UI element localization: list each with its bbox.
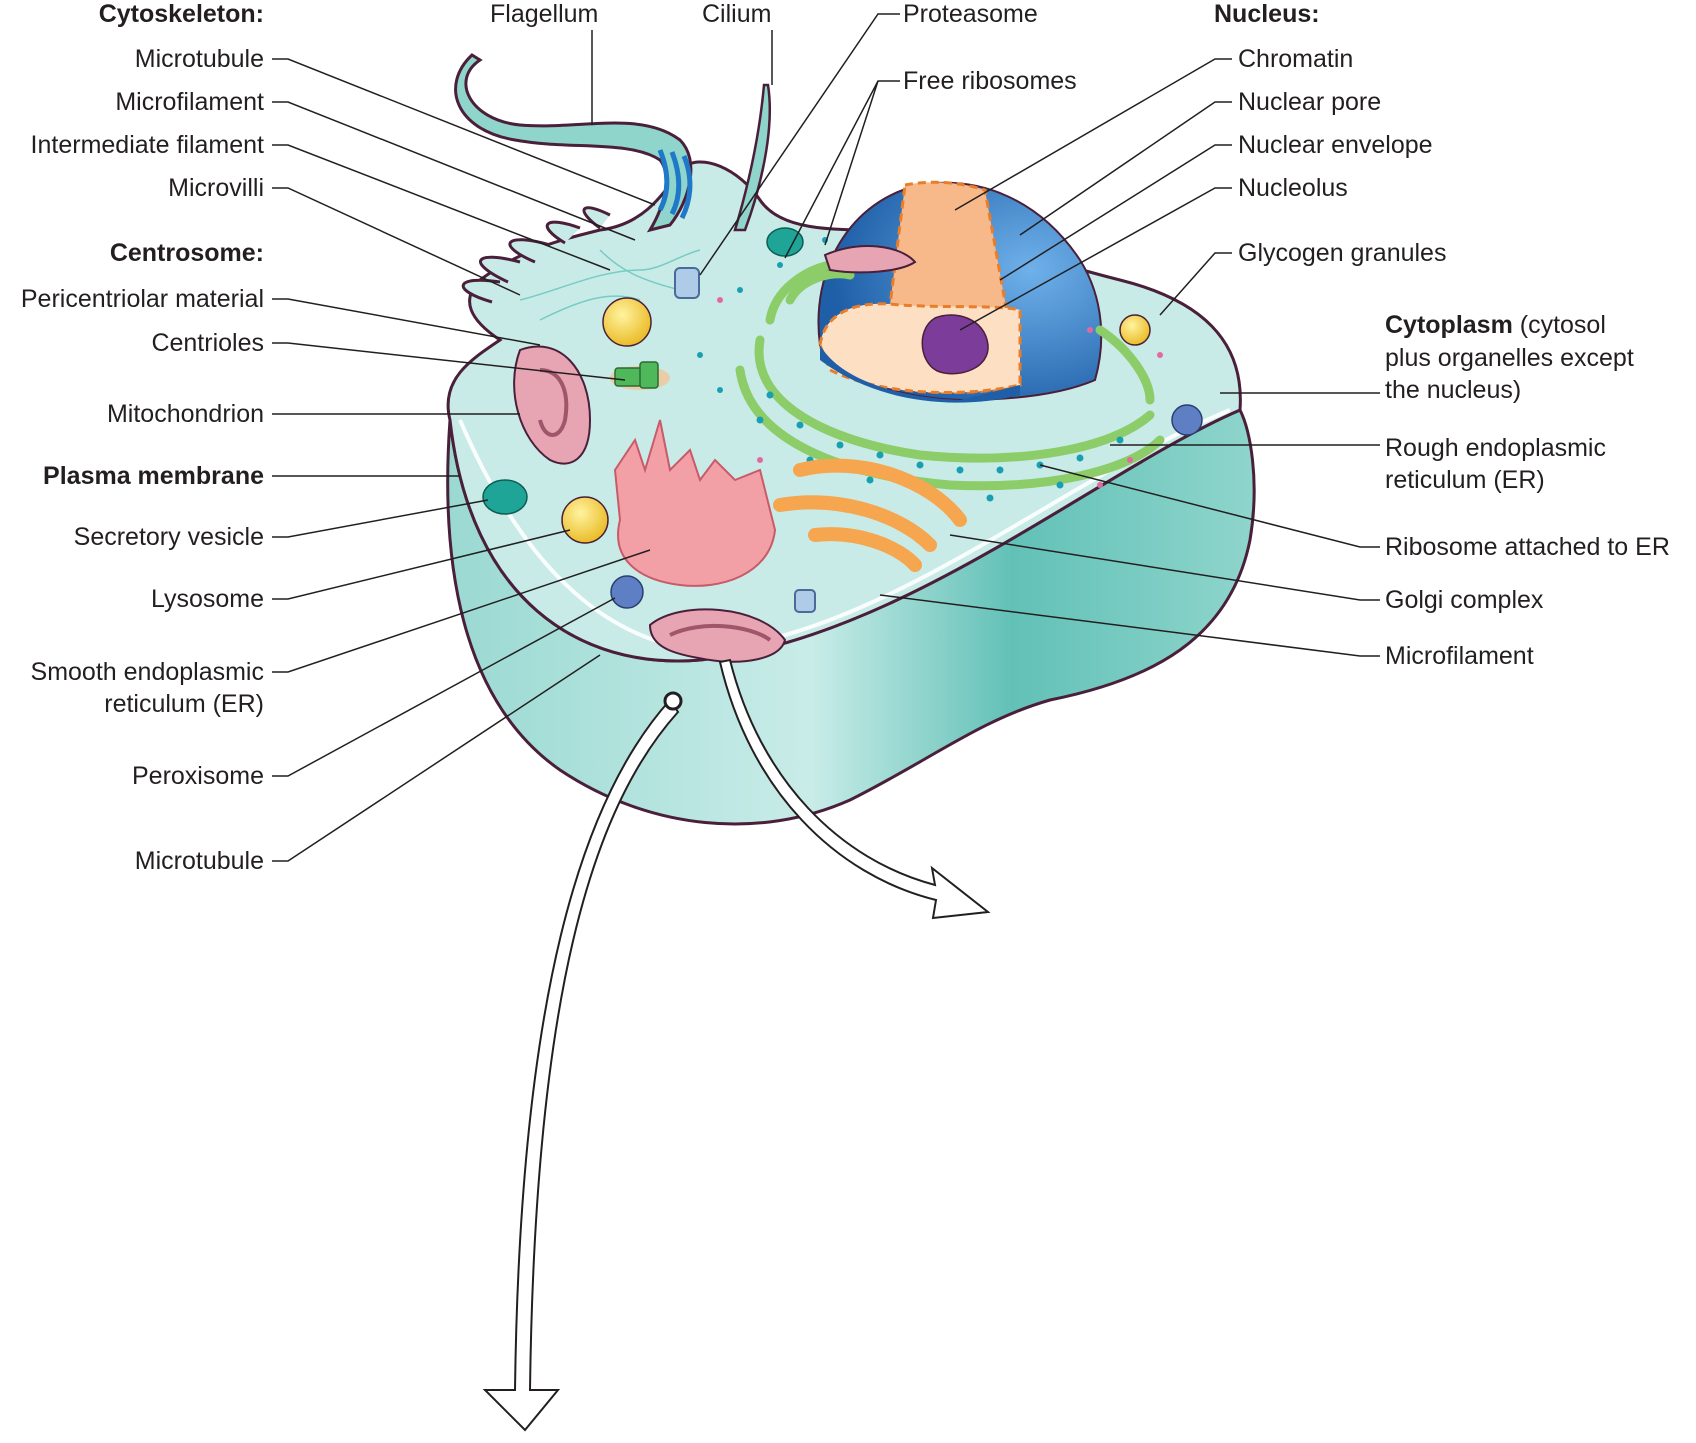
nucleolus [921,314,989,375]
glycogen-vesicle [1119,314,1151,346]
cilium [733,83,771,232]
label-cytoplasm-line1: Cytoplasm (cytosol [1385,309,1606,341]
mitochondrion-3 [823,245,917,274]
label-ribosome-attached: Ribosome attached to ER [1385,533,1670,561]
label-cytoplasm-line2: plus organelles except [1385,344,1634,372]
label-cytoskeleton: Cytoskeleton: [98,0,264,28]
label-cytoplasm-line3: the nucleus) [1385,376,1522,404]
label-smooth-er-line2: reticulum (ER) [104,690,264,718]
label-microvilli: Microvilli [168,174,264,202]
label-cytoplasm-bold: Cytoplasm [1385,311,1513,339]
label-cytoplasm-rest: (cytosol [1512,311,1606,339]
label-intermediate-filament: Intermediate filament [30,131,264,159]
label-plasma-membrane: Plasma membrane [43,462,264,490]
label-secretory-vesicle: Secretory vesicle [73,523,264,551]
mitochondrion-1 [513,345,592,465]
lysosome-2 [561,496,609,544]
centrioles [610,361,670,390]
label-nucleus: Nucleus: [1214,0,1320,28]
label-pericentriolar-material: Pericentriolar material [20,285,264,313]
label-microtubule-bottom: Microtubule [134,847,264,875]
label-cilium: Cilium [702,0,772,28]
label-peroxisome: Peroxisome [132,762,264,790]
label-smooth-er-line1: Smooth endoplasmic [30,658,264,686]
lysosome-1 [602,297,652,347]
label-rough-er-line1: Rough endoplasmic [1385,434,1606,462]
peroxisome-shape [610,575,644,609]
mitochondrion-2 [648,608,787,663]
label-golgi-complex: Golgi complex [1385,586,1544,614]
proteasome-shape [674,267,700,299]
arrow-long [482,698,680,1432]
label-glycogen-granules: Glycogen granules [1238,239,1447,267]
arrow-short [718,658,991,920]
secretory-vesicle-shape [482,479,528,515]
label-flagellum: Flagellum [490,0,599,28]
label-nuclear-envelope: Nuclear envelope [1238,131,1433,159]
label-mitochondrion: Mitochondrion [106,400,264,428]
label-microtubule-top: Microtubule [134,45,264,73]
rough-er [735,260,1165,491]
label-nuclear-pore: Nuclear pore [1238,88,1382,116]
golgi-complex [773,458,967,572]
label-rough-er-line2: reticulum (ER) [1385,466,1545,494]
label-nucleolus: Nucleolus [1238,174,1348,202]
flagellum [454,53,693,233]
label-microfilament-right: Microfilament [1385,642,1534,670]
leader-lines [272,13,1380,862]
label-centrioles: Centrioles [151,329,264,357]
label-free-ribosomes: Free ribosomes [903,67,1077,95]
label-proteasome: Proteasome [903,0,1038,28]
label-microfilament-left: Microfilament [115,88,264,116]
nucleus [817,180,1103,403]
label-lysosome: Lysosome [150,585,264,613]
label-chromatin: Chromatin [1238,45,1354,73]
label-centrosome: Centrosome: [109,239,264,267]
